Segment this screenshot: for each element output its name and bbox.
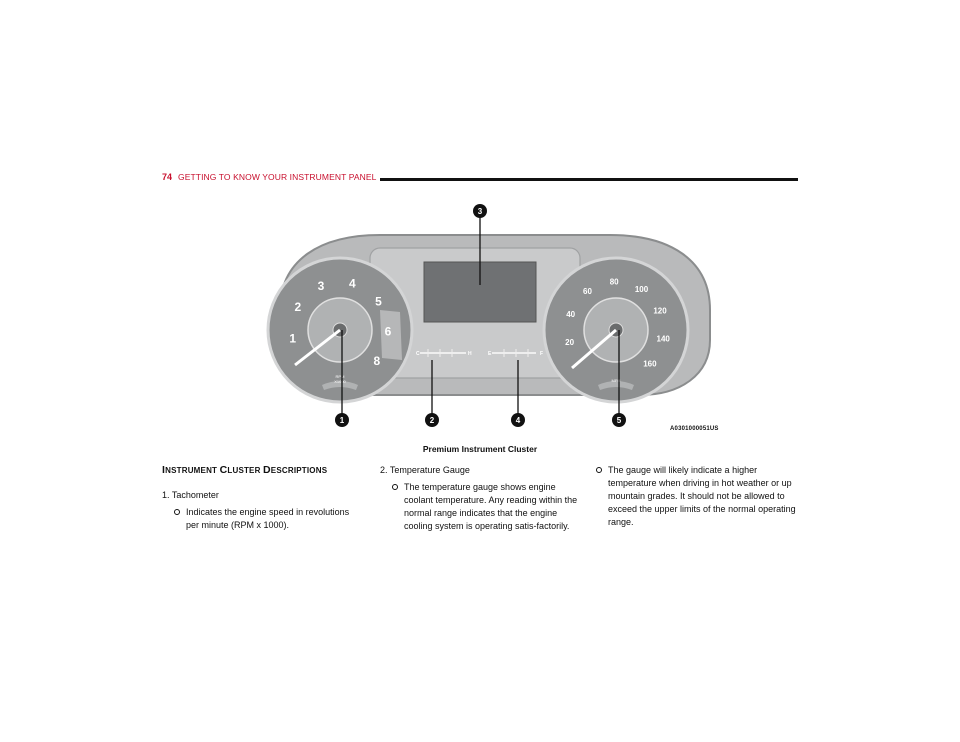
cluster-illustration: 1 2 3 4 5 6 8 RPM X1000 20 40 60 80 100 120 140 160 M… [266, 204, 711, 427]
column-1: INSTRUMENT CLUSTER DESCRIPTIONS 1. Tacho… [162, 464, 362, 532]
tach-numeral-6: 6 [385, 324, 392, 338]
svg-text:5: 5 [617, 416, 622, 425]
heading-cap-2: C [219, 464, 228, 476]
temp-cold-label: C [416, 351, 420, 357]
figure-caption: Premium Instrument Cluster [422, 444, 538, 454]
speed-numeral-100: 100 [635, 285, 649, 294]
column-3: The gauge will likely indicate a higher … [596, 464, 801, 529]
page-header: 74 GETTING TO KNOW YOUR INSTRUMENT PANEL [162, 172, 798, 186]
heading-cap-1: I [162, 464, 166, 476]
tach-unit-label-2: X1000 [334, 379, 346, 384]
svg-text:1: 1 [340, 416, 345, 425]
fuel-full-label: F [540, 351, 543, 357]
speed-numeral-80: 80 [610, 278, 619, 287]
tach-numeral-8: 8 [373, 354, 380, 368]
speed-numeral-60: 60 [583, 287, 592, 296]
heading-cap-3: D [263, 464, 271, 476]
speed-numeral-140: 140 [657, 335, 671, 344]
tach-numeral-4: 4 [349, 277, 356, 291]
item-1-title: 1. Tachometer [162, 490, 219, 500]
tach-numeral-3: 3 [318, 279, 325, 293]
page-number: 74 [162, 172, 173, 182]
fuel-empty-label: E [488, 351, 492, 357]
circle-bullet-icon [392, 484, 398, 490]
callout-5: 5 [612, 413, 626, 427]
heading-rest-3: ESCRIPTIONS [270, 466, 328, 475]
svg-text:4: 4 [516, 416, 521, 425]
item-2-bullet-continued: The gauge will likely indicate a higher … [608, 465, 796, 527]
fuel-gauge: E F [488, 349, 543, 357]
speed-numeral-160: 160 [643, 360, 657, 369]
temperature-gauge: C H [416, 349, 472, 357]
callout-4: 4 [511, 413, 525, 427]
speed-unit-label: MPH [612, 378, 621, 383]
list-item: 1. Tachometer Indicates the engine speed… [162, 489, 362, 532]
heading-rest-1: NSTRUMENT [165, 466, 220, 475]
svg-text:3: 3 [478, 207, 483, 216]
speed-numeral-120: 120 [653, 307, 667, 316]
instrument-cluster-figure: 1 2 3 4 5 6 8 RPM X1000 20 40 60 80 100 120 140 160 M… [260, 200, 730, 436]
header-rule [380, 178, 798, 181]
tach-numeral-2: 2 [294, 300, 301, 314]
bullet: The temperature gauge shows engine coola… [392, 481, 580, 533]
item-1-bullet: Indicates the engine speed in revolution… [186, 507, 350, 530]
figure-code: A0301000051US [670, 426, 719, 432]
callout-1: 1 [335, 413, 349, 427]
callout-3: 3 [473, 204, 487, 218]
tachometer [266, 256, 414, 404]
svg-text:2: 2 [430, 416, 435, 425]
item-2-title: 2. Temperature Gauge [380, 465, 470, 475]
item-2-bullet: The temperature gauge shows engine coola… [404, 482, 578, 531]
speed-numeral-40: 40 [566, 310, 575, 319]
callout-2: 2 [425, 413, 439, 427]
speedometer [542, 256, 690, 404]
column-2: 2. Temperature Gauge The temperature gau… [380, 464, 580, 533]
section-title: GETTING TO KNOW YOUR INSTRUMENT PANEL [178, 172, 377, 182]
circle-bullet-icon [174, 509, 180, 515]
heading-rest-2: LUSTER [227, 466, 263, 475]
circle-bullet-icon [596, 467, 602, 473]
bullet: Indicates the engine speed in revolution… [174, 506, 362, 532]
list-item: 2. Temperature Gauge The temperature gau… [380, 464, 580, 533]
bullet: The gauge will likely indicate a higher … [596, 464, 801, 529]
tach-unit-label-1: RPM [336, 374, 345, 379]
tach-numeral-1: 1 [289, 331, 296, 345]
tach-numeral-5: 5 [375, 294, 382, 308]
temp-hot-label: H [468, 351, 472, 357]
section-heading: INSTRUMENT CLUSTER DESCRIPTIONS [162, 464, 362, 477]
speed-numeral-20: 20 [565, 338, 574, 347]
